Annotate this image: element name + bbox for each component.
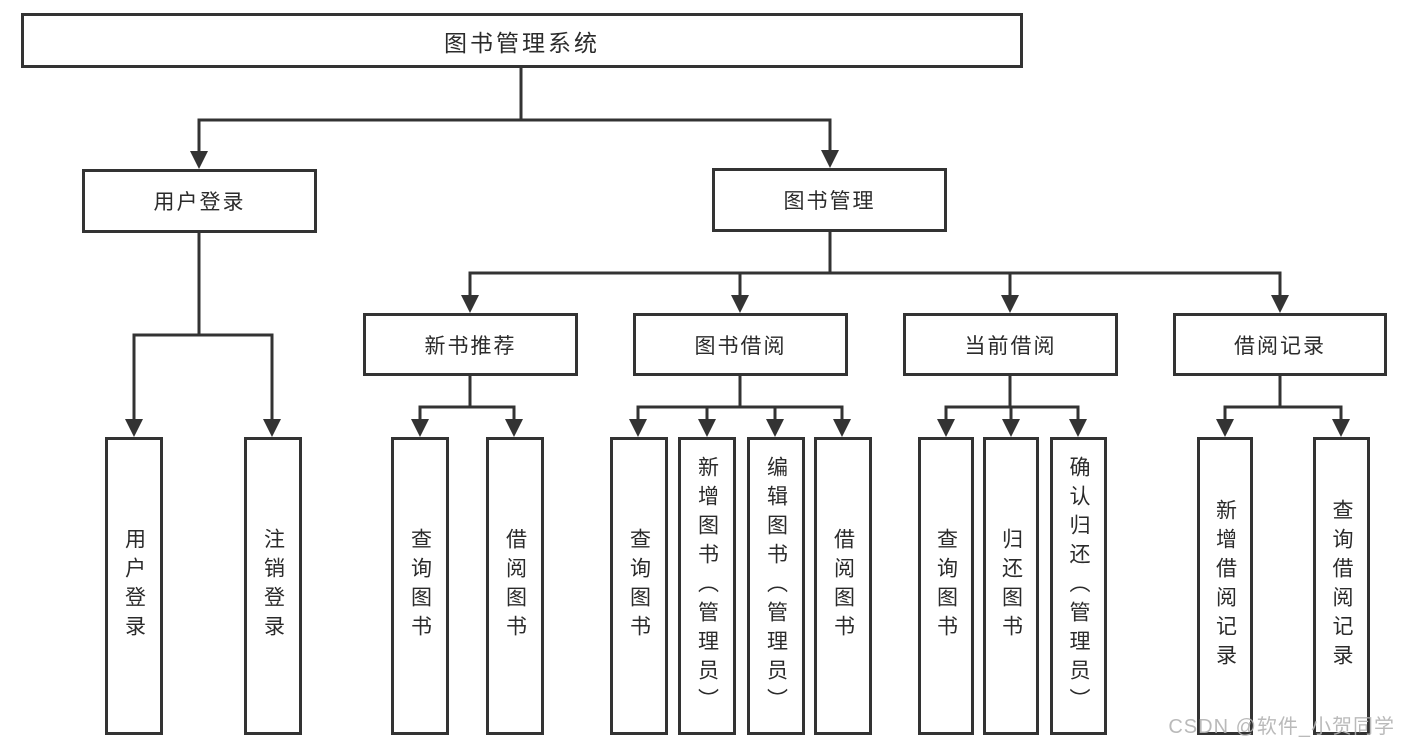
leaf-confirm-return-admin-label: 确认归还（管理员）	[1067, 455, 1090, 717]
leaf-return-book: 归还图书	[983, 437, 1039, 735]
node-borrow-records-label: 借阅记录	[1234, 334, 1326, 358]
leaf-query-book-3-label: 查询图书	[934, 528, 958, 644]
leaf-user-login-label: 用户登录	[122, 528, 146, 644]
leaf-logout: 注销登录	[244, 437, 302, 735]
leaf-edit-book-admin: 编辑图书（管理员）	[747, 437, 805, 735]
node-book-management-label: 图书管理	[783, 190, 876, 213]
node-root: 图书管理系统	[21, 13, 1023, 68]
leaf-return-book-label: 归还图书	[999, 528, 1023, 644]
node-current-borrow: 当前借阅	[903, 313, 1118, 376]
leaf-add-book-admin: 新增图书（管理员）	[678, 437, 736, 735]
node-book-borrow: 图书借阅	[633, 313, 848, 376]
leaf-query-book-2-label: 查询图书	[627, 528, 651, 644]
leaf-logout-label: 注销登录	[261, 528, 285, 644]
leaf-add-borrow-record: 新增借阅记录	[1197, 437, 1253, 735]
node-borrow-records: 借阅记录	[1173, 313, 1387, 376]
leaf-user-login: 用户登录	[105, 437, 163, 735]
leaf-add-borrow-record-label: 新增借阅记录	[1213, 499, 1237, 673]
leaf-edit-book-admin-label: 编辑图书（管理员）	[764, 455, 788, 717]
leaf-query-book-1: 查询图书	[391, 437, 449, 735]
node-book-borrow-label: 图书借阅	[694, 334, 787, 358]
leaf-query-borrow-record: 查询借阅记录	[1313, 437, 1370, 735]
node-current-borrow-label: 当前借阅	[964, 334, 1057, 358]
leaf-confirm-return-admin: 确认归还（管理员）	[1050, 437, 1107, 735]
node-new-book-recommend-label: 新书推荐	[424, 334, 517, 358]
node-user-login: 用户登录	[82, 169, 317, 233]
leaf-borrow-book-2: 借阅图书	[814, 437, 872, 735]
leaf-add-book-admin-label: 新增图书（管理员）	[695, 455, 719, 717]
node-new-book-recommend: 新书推荐	[363, 313, 578, 376]
leaf-query-book-1-label: 查询图书	[408, 528, 432, 644]
leaf-borrow-book-1-label: 借阅图书	[503, 528, 527, 644]
leaf-query-borrow-record-label: 查询借阅记录	[1330, 499, 1353, 673]
leaf-borrow-book-1: 借阅图书	[486, 437, 544, 735]
leaf-query-book-3: 查询图书	[918, 437, 974, 735]
csdn-watermark: CSDN @软件_小贺同学	[1168, 716, 1395, 738]
node-book-management: 图书管理	[712, 168, 947, 232]
arrowheads	[125, 150, 1350, 437]
node-user-login-label: 用户登录	[153, 191, 246, 214]
node-root-label: 图书管理系统	[444, 29, 600, 56]
leaf-borrow-book-2-label: 借阅图书	[831, 528, 855, 644]
leaf-query-book-2: 查询图书	[610, 437, 668, 735]
